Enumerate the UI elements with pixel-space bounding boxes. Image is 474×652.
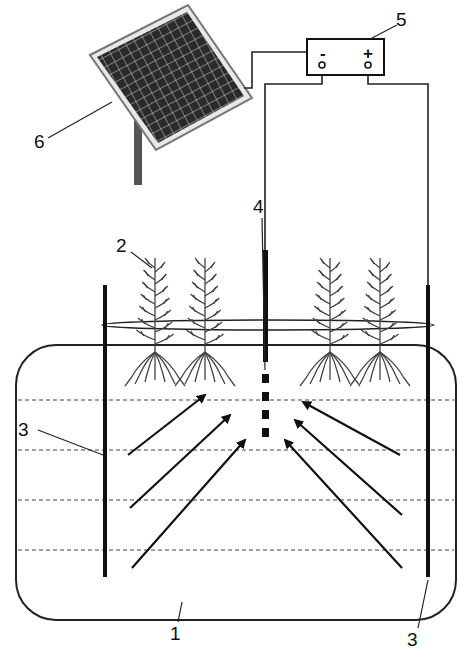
layers	[18, 400, 454, 550]
power-supply-box: -+	[306, 38, 385, 76]
arrows	[128, 395, 402, 568]
callout-number: 2	[116, 236, 127, 255]
terminals	[319, 62, 371, 68]
leader-lines	[38, 25, 428, 628]
callout-number: 5	[396, 10, 407, 29]
callout-number: 3	[407, 630, 418, 649]
electrodes	[103, 250, 430, 577]
solar-panel	[90, 5, 252, 185]
tank	[16, 345, 456, 620]
plants	[125, 258, 410, 386]
callout-number: 6	[34, 132, 45, 151]
callout-number: 1	[170, 624, 181, 643]
terminal-sign: +	[363, 45, 373, 62]
callout-number: 3	[18, 420, 29, 439]
terminal-sign: -	[320, 45, 326, 62]
callout-number: 4	[253, 197, 264, 216]
